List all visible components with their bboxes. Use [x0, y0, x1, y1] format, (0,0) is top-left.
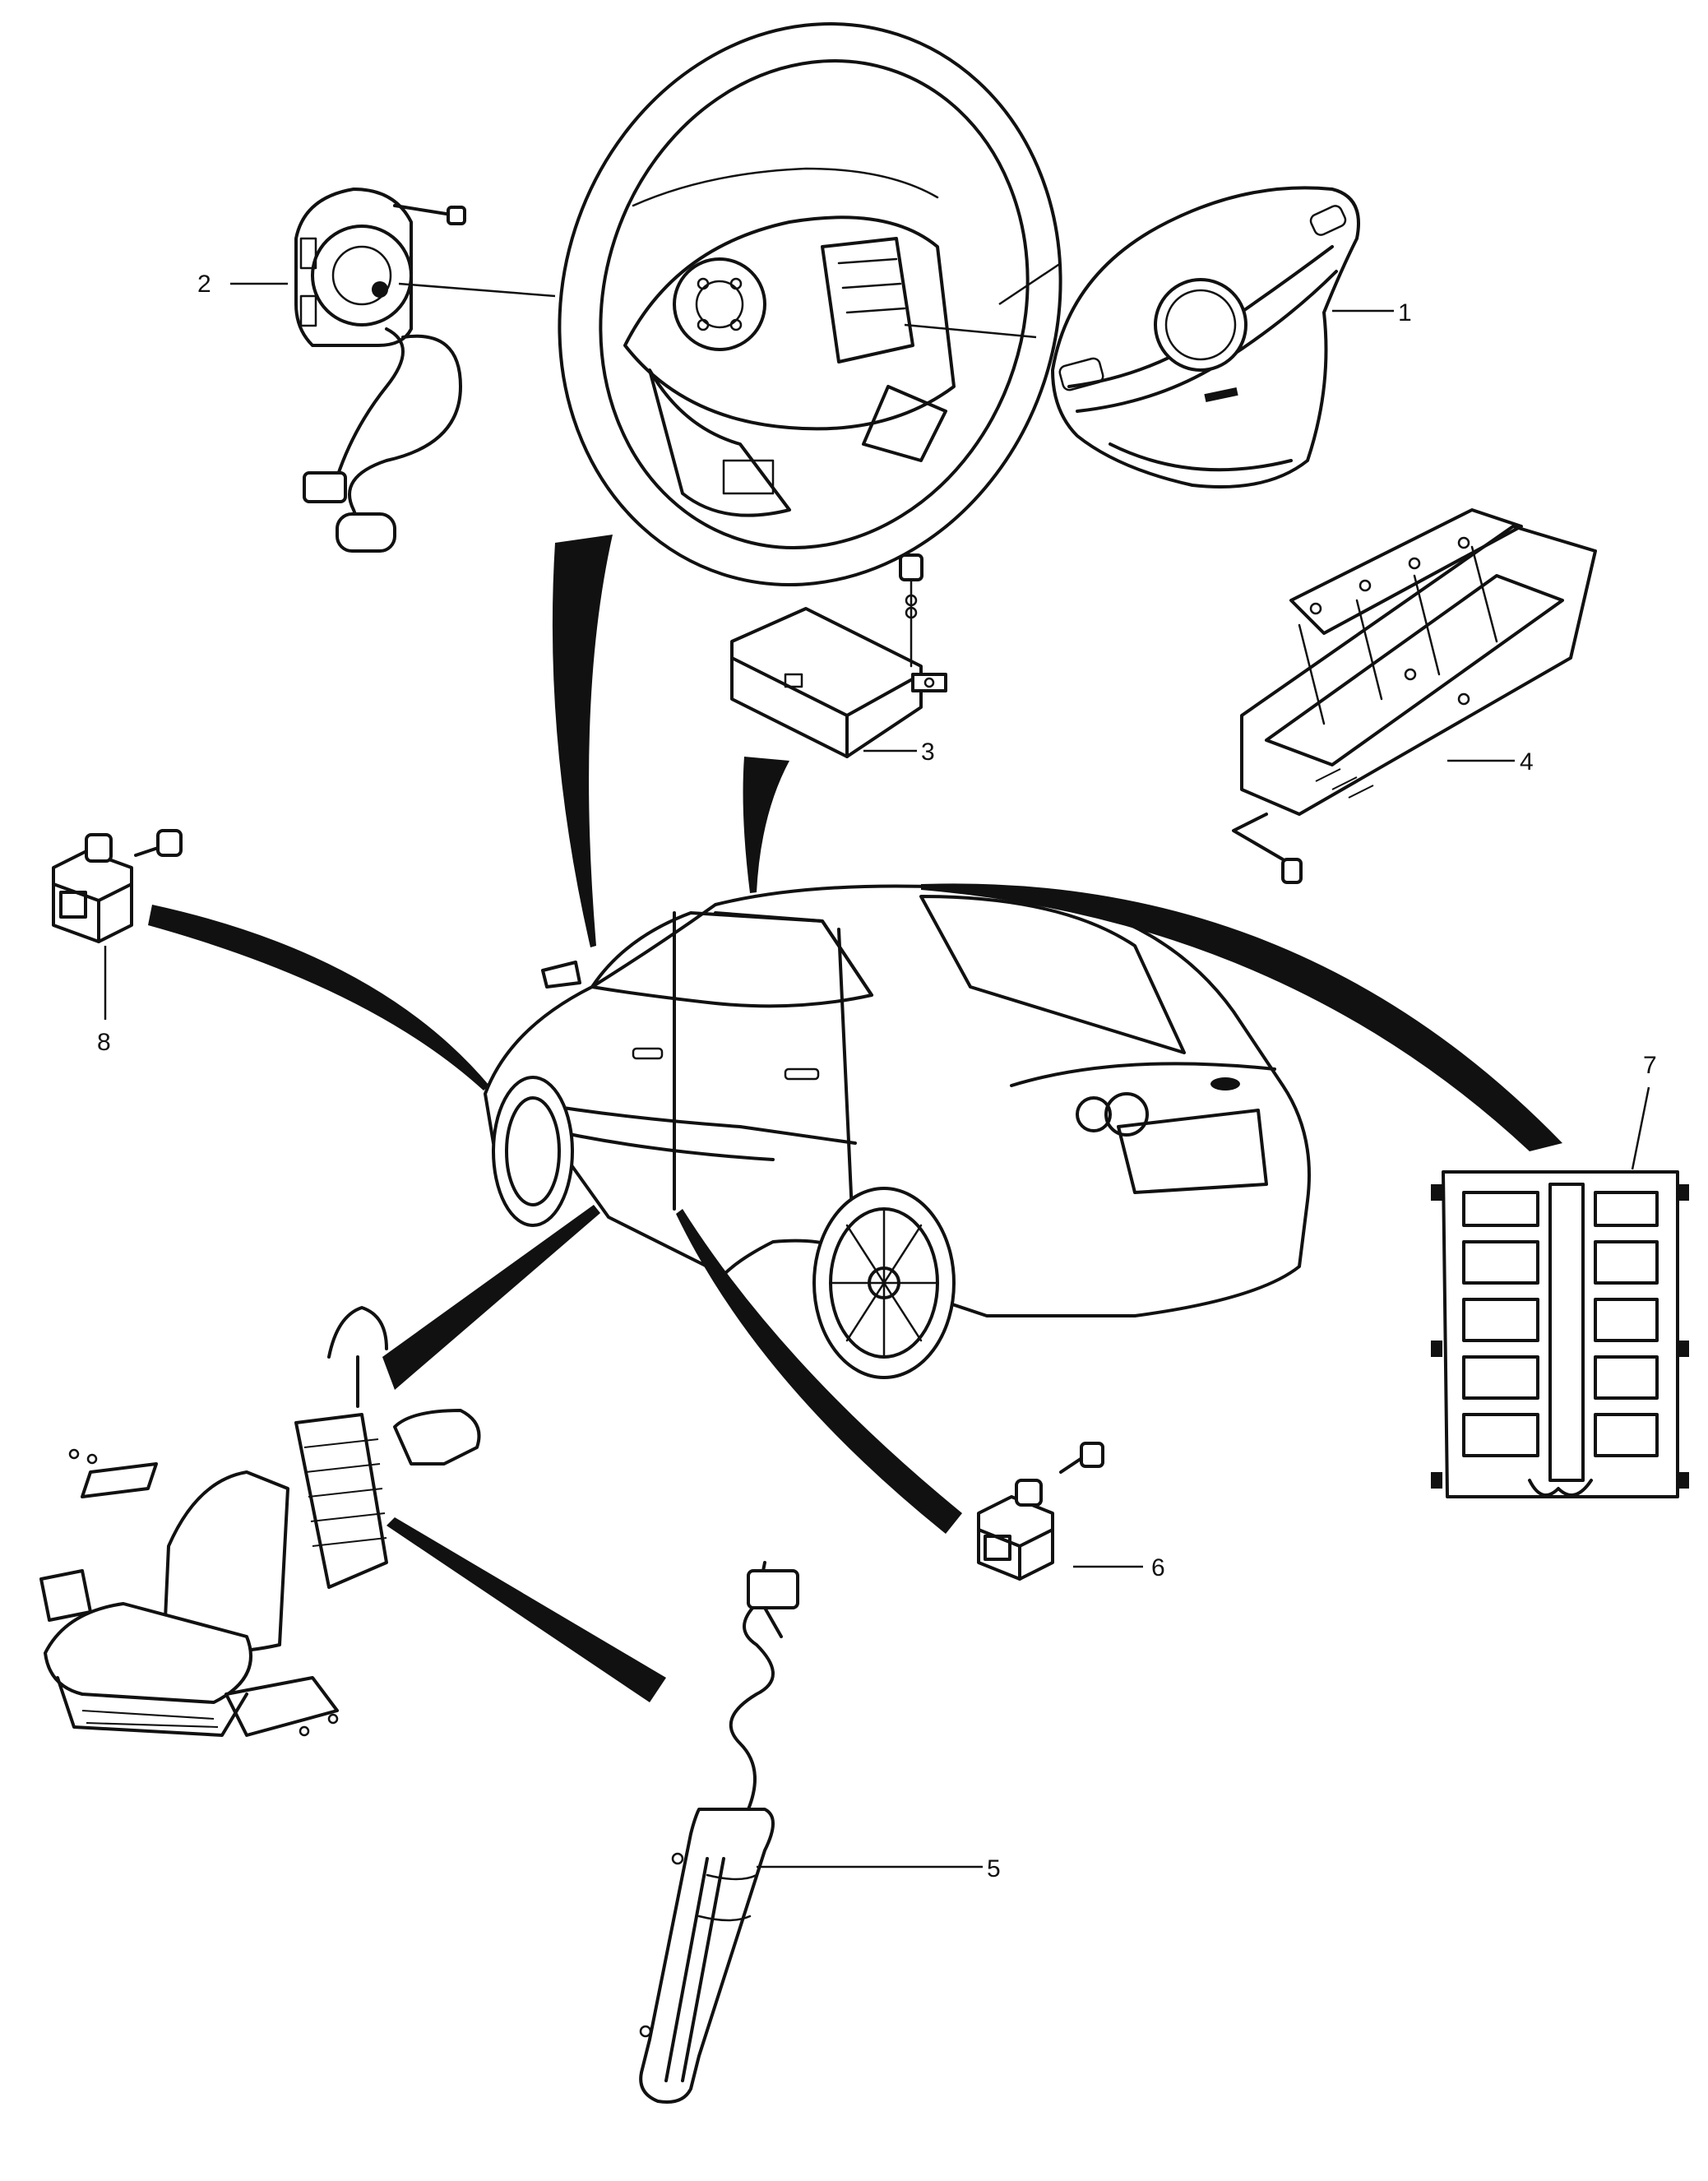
seat-occupant-sensor-mat [1431, 1170, 1689, 1498]
leader-wheel-to-airbag [904, 323, 1037, 339]
leader-7 [1631, 1086, 1650, 1170]
wedge-sensor-mat [921, 883, 1562, 1151]
wedge-curtain-airbag [386, 1517, 666, 1702]
leader-airbag-bolt [998, 262, 1062, 306]
side-curtain-airbag [639, 1561, 799, 2104]
callout-8: 8 [97, 1029, 111, 1056]
passenger-airbag-module [1232, 508, 1597, 884]
callout-4: 4 [1520, 748, 1534, 776]
leader-wheel-to-clockspring [398, 282, 556, 298]
driver-airbag-module [1051, 186, 1360, 489]
callout-3: 3 [921, 739, 935, 766]
wedge-right-sensor [676, 1209, 962, 1534]
impact-sensor-left [52, 829, 183, 943]
callout-7: 7 [1643, 1052, 1657, 1079]
clock-spring [294, 188, 466, 553]
wedge-seat [382, 1205, 600, 1390]
callout-1: 1 [1398, 299, 1412, 326]
location-wedges [148, 535, 1562, 1702]
front-seat [39, 1306, 481, 1737]
wedge-steering-wheel [552, 535, 613, 947]
sensing-diagnostic-module [730, 553, 947, 758]
leader-lines [104, 262, 1650, 1868]
callout-6: 6 [1151, 1554, 1165, 1581]
steering-wheel [558, 22, 1062, 586]
wedge-sdm [743, 757, 789, 893]
callout-2: 2 [197, 271, 211, 298]
callout-5: 5 [987, 1855, 1001, 1882]
impact-sensor-right [977, 1442, 1104, 1581]
car-body [484, 884, 1311, 1379]
wedge-left-sensor [148, 905, 489, 1090]
callout-numbers: 1 2 3 4 5 6 7 8 [97, 271, 1657, 1882]
